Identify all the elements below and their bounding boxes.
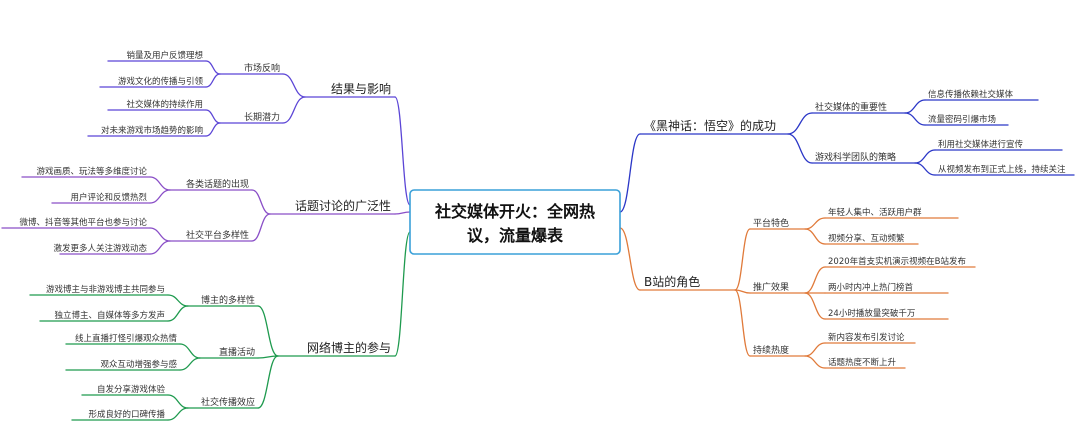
node-success-1[interactable]: 游戏科学团队的策略 — [815, 151, 896, 163]
leaf-bloggers-1-1[interactable]: 观众互动增强参与感 — [100, 359, 177, 370]
edge-bilibili-1-2 — [804, 292, 826, 320]
leaf-bloggers-2-1[interactable]: 形成良好的口碑传播 — [88, 409, 165, 420]
edge-bloggers-0-1 — [167, 305, 189, 322]
leaf-bloggers-0-0[interactable]: 游戏博主与非游戏博主共同参与 — [46, 284, 165, 295]
edge-success-0-0 — [904, 99, 926, 114]
node-bloggers-1[interactable]: 直播活动 — [219, 346, 255, 358]
edge-discussion-0-1 — [149, 189, 171, 204]
edge-bloggers-2 — [257, 355, 279, 409]
edge-root-bloggers — [394, 231, 411, 357]
edge-bloggers-0-0 — [167, 294, 189, 307]
edge-bilibili-0-1 — [804, 228, 826, 245]
edge-bloggers-1 — [257, 355, 279, 359]
leaf-success-1-1[interactable]: 从视频发布到正式上线，持续关注 — [938, 164, 1066, 175]
node-bilibili-2[interactable]: 持续热度 — [753, 344, 789, 356]
leaf-results-1-1[interactable]: 对未来游戏市场趋势的影响 — [101, 125, 203, 136]
edge-discussion-0 — [251, 189, 271, 215]
edge-results-0 — [282, 73, 306, 98]
leaf-bilibili-2-0[interactable]: 新内容发布引发讨论 — [828, 332, 905, 343]
node-discussion-0[interactable]: 各类话题的出现 — [186, 178, 249, 190]
leaf-results-0-0[interactable]: 销量及用户反馈理想 — [126, 50, 203, 61]
leaf-success-1-0[interactable]: 利用社交媒体进行宣传 — [938, 139, 1024, 150]
node-bloggers-2[interactable]: 社交传播效应 — [201, 396, 255, 408]
edge-root-results — [394, 96, 411, 206]
root-title-line-1: 社交媒体开火：全网热 — [434, 202, 595, 221]
branch-discussion[interactable]: 话题讨论的广泛性 — [295, 198, 391, 213]
edge-discussion-0-0 — [149, 176, 171, 191]
edge-bloggers-2-0 — [167, 394, 189, 409]
edge-bloggers-1-1 — [179, 357, 201, 371]
leaf-bloggers-0-1[interactable]: 独立博主、自媒体等多方发声 — [54, 310, 165, 321]
leaf-bloggers-2-0[interactable]: 自发分享游戏体验 — [97, 384, 166, 395]
edge-success-1-1 — [914, 162, 936, 176]
node-results-1[interactable]: 长期潜力 — [244, 111, 280, 123]
edge-bilibili-2-0 — [804, 342, 826, 357]
leaf-bilibili-2-1[interactable]: 话题热度不断上升 — [828, 357, 897, 368]
edge-success-0-1 — [904, 112, 926, 126]
leaf-bilibili-1-2[interactable]: 24小时播放量突破千万 — [828, 308, 915, 319]
branch-bilibili[interactable]: B站的角色 — [644, 274, 700, 289]
edge-root-discussion — [394, 211, 411, 215]
leaf-results-0-1[interactable]: 游戏文化的传播与引领 — [118, 76, 204, 87]
node-discussion-1[interactable]: 社交平台多样性 — [186, 229, 249, 241]
edges-layer — [1, 60, 1075, 421]
node-bilibili-1[interactable]: 推广效果 — [753, 281, 789, 293]
edge-discussion-1 — [251, 213, 271, 242]
leaf-bloggers-1-0[interactable]: 线上直播打怪引爆观众热情 — [75, 333, 178, 344]
edge-results-0-1 — [205, 73, 221, 88]
edge-bloggers-1-0 — [179, 343, 201, 359]
edge-bilibili-2-1 — [804, 355, 826, 369]
edge-success-0 — [787, 112, 813, 135]
edge-bilibili-1 — [734, 289, 751, 294]
branch-results[interactable]: 结果与影响 — [331, 81, 391, 96]
leaf-success-0-0[interactable]: 信息传播依赖社交媒体 — [928, 89, 1014, 100]
edge-results-1 — [282, 96, 306, 124]
branch-bloggers[interactable]: 网络博主的参与 — [307, 340, 391, 355]
edge-results-1-1 — [205, 122, 221, 137]
edge-discussion-1-0 — [149, 227, 171, 242]
edge-results-1-0 — [205, 109, 221, 124]
edge-results-0-0 — [205, 60, 221, 75]
leaf-bilibili-1-1[interactable]: 两小时内冲上热门榜首 — [828, 282, 914, 293]
leaf-success-0-1[interactable]: 流量密码引爆市场 — [928, 114, 996, 125]
edge-discussion-1-1 — [149, 240, 171, 255]
edge-bloggers-2-1 — [167, 407, 189, 421]
leaf-discussion-1-0[interactable]: 微博、抖音等其他平台也参与讨论 — [19, 217, 147, 228]
leaf-discussion-0-1[interactable]: 用户评论和反馈热烈 — [70, 192, 147, 203]
node-bloggers-0[interactable]: 博主的多样性 — [201, 294, 255, 306]
edge-root-bilibili — [619, 227, 641, 291]
edge-success-1-0 — [914, 149, 936, 164]
branch-success[interactable]: 《黑神话：悟空》的成功 — [644, 118, 776, 133]
root-node[interactable]: 社交媒体开火：全网热 议，流量爆表 — [409, 189, 621, 255]
edge-root-success — [619, 133, 641, 213]
node-results-0[interactable]: 市场反响 — [244, 62, 280, 74]
leaf-bilibili-0-0[interactable]: 年轻人集中、活跃用户群 — [828, 207, 922, 218]
edge-bloggers-0 — [257, 305, 279, 357]
leaf-discussion-0-0[interactable]: 游戏画质、玩法等多维度讨论 — [36, 166, 147, 177]
node-success-0[interactable]: 社交媒体的重要性 — [815, 101, 887, 113]
leaf-results-1-0[interactable]: 社交媒体的持续作用 — [126, 99, 203, 110]
root-title-line-2: 议，流量爆表 — [467, 226, 564, 245]
leaf-bilibili-1-0[interactable]: 2020年首支实机演示视频在B站发布 — [828, 256, 966, 267]
node-bilibili-0[interactable]: 平台特色 — [753, 217, 789, 229]
edge-bilibili-0 — [734, 228, 751, 291]
leaf-discussion-1-1[interactable]: 激发更多人关注游戏动态 — [53, 243, 147, 254]
nodes-layer: 《黑神话：悟空》的成功 社交媒体的重要性 信息传播依赖社交媒体流量密码引爆市场游戏科… — [19, 50, 1066, 420]
leaf-bilibili-0-1[interactable]: 视频分享、互动频繁 — [828, 233, 905, 244]
edge-bilibili-0-0 — [804, 217, 826, 230]
edge-bilibili-1-0 — [804, 266, 826, 294]
edge-bilibili-2 — [734, 289, 751, 357]
edge-success-1 — [787, 133, 813, 164]
